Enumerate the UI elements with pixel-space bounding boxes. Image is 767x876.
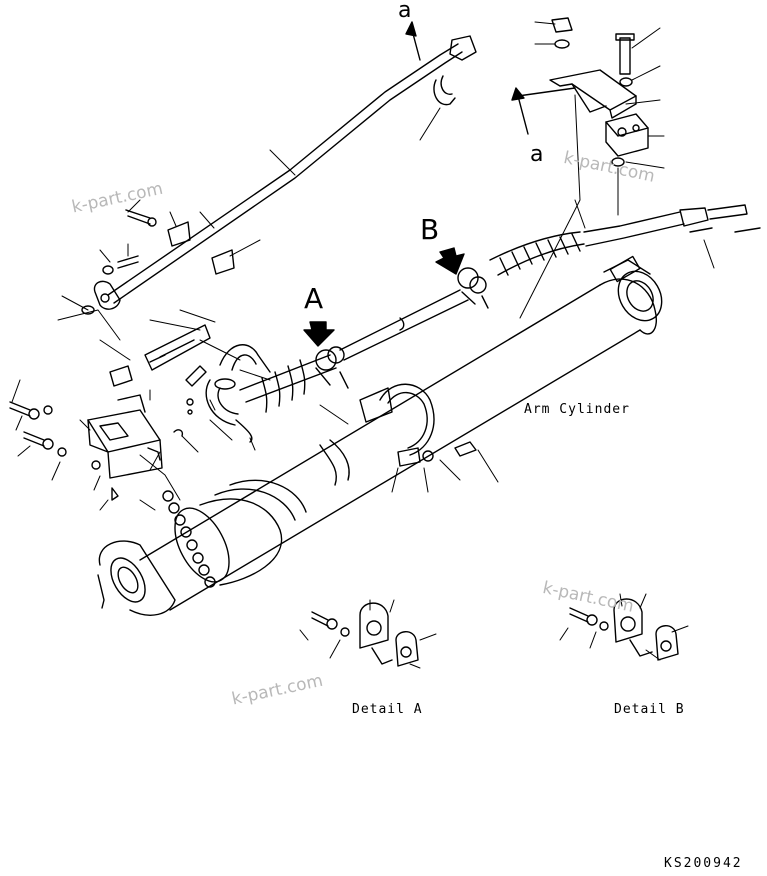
ref-label-a-top: a xyxy=(398,0,412,23)
bracket-assembly xyxy=(549,17,649,167)
detail-b-drawing xyxy=(569,598,679,661)
figure-code: KS200942 xyxy=(664,856,743,871)
tube-brackets xyxy=(102,209,235,275)
pipe-clamp xyxy=(359,383,477,467)
fitting-a xyxy=(315,346,349,389)
valve-bolts xyxy=(9,365,207,457)
ref-arrows xyxy=(405,21,576,135)
hose-lines xyxy=(144,204,761,443)
fitting-b xyxy=(457,267,489,309)
u-clamp-top xyxy=(433,75,456,106)
arm-cylinder-label: Arm Cylinder xyxy=(524,402,630,417)
safety-valve xyxy=(87,365,163,501)
view-arrows xyxy=(303,247,465,347)
view-label-b: B xyxy=(420,213,440,246)
ref-label-a-mid: a xyxy=(530,142,544,167)
detail-a-label: Detail A xyxy=(352,702,423,717)
detail-a-drawing xyxy=(311,602,419,667)
arm-cylinder xyxy=(97,255,663,616)
detail-b-label: Detail B xyxy=(614,702,685,717)
view-label-a: A xyxy=(304,282,324,315)
upper-tube xyxy=(81,35,477,315)
leader-lines xyxy=(11,21,715,669)
